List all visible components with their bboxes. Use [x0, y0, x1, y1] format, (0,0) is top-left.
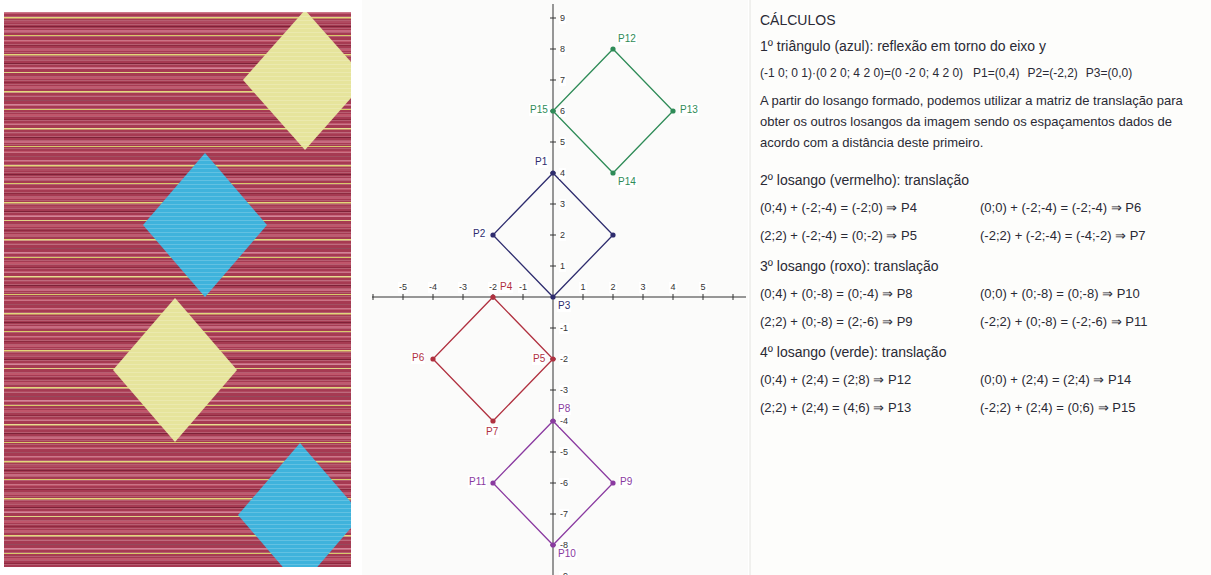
heading: CÁLCULOS — [760, 12, 835, 29]
axis-tick: 2 — [609, 282, 616, 293]
vertex-dot — [490, 294, 495, 299]
point-label: P9 — [619, 476, 633, 488]
point-label: P1 — [534, 156, 548, 168]
section-heading: 3º losango (roxo): translação — [760, 258, 939, 275]
rhombus-outline — [493, 173, 613, 297]
vector-sum: (0;4) + (-2;-4) = (-2;0) ⇒ P4 — [760, 200, 917, 216]
striped-fabric — [4, 12, 351, 567]
rhombus-outline — [433, 297, 553, 421]
axis-tick: 4 — [559, 168, 566, 179]
point-label: P2 — [472, 228, 486, 240]
graph-paper — [362, 0, 748, 575]
vector-sum: (0;0) + (-2;-4) = (-2;-4) ⇒ P6 — [980, 200, 1141, 216]
axis-tick: 9 — [559, 13, 566, 24]
vertex-dot — [550, 356, 555, 361]
vertex-dot — [610, 46, 615, 51]
axis-tick: 1 — [579, 282, 586, 293]
vertex-dot — [430, 356, 435, 361]
vector-sum: (0;4) + (0;-8) = (0;-4) ⇒ P8 — [760, 286, 913, 302]
axis-tick: 2 — [559, 230, 566, 241]
vertex-dot — [550, 170, 555, 175]
axis-tick: 6 — [559, 106, 566, 117]
point-label: P6 — [411, 352, 425, 364]
point-label: P13 — [679, 104, 699, 116]
axis-tick: -2 — [559, 354, 569, 365]
point-label: P11 — [468, 476, 487, 488]
point-coordinate: P2=(-2,2) — [1027, 66, 1077, 80]
vertex-dot — [550, 108, 555, 113]
axis-tick: 5 — [559, 137, 566, 148]
vector-sum: (0;4) + (2;4) = (2;8) ⇒ P12 — [760, 372, 911, 388]
notebook-page — [750, 0, 1211, 575]
vertex-dot — [490, 480, 495, 485]
point-label: P10 — [557, 548, 577, 560]
axis-tick: -2 — [488, 282, 498, 293]
point-label: P4 — [499, 281, 513, 293]
page-edge — [750, 0, 751, 575]
vertex-dot — [670, 108, 675, 113]
handwritten-paragraph: A partir do losango formado, podemos uti… — [760, 90, 1200, 153]
axis-tick: 4 — [669, 282, 676, 293]
point-coordinate: P3=(0,0) — [1086, 66, 1132, 80]
axis-tick: -4 — [428, 282, 438, 293]
axis-tick: -3 — [559, 385, 569, 396]
fabric-texture — [4, 12, 351, 567]
vector-sum: (-2;2) + (2;4) = (0;6) ⇒ P15 — [980, 400, 1136, 416]
vertex-dot — [490, 232, 495, 237]
axis-ticks — [373, 18, 733, 575]
handwritten-note: 1º triângulo (azul): reflexão em torno d… — [760, 38, 1046, 55]
vector-sum: (2;2) + (-2;-4) = (0;-2) ⇒ P5 — [760, 228, 917, 244]
point-label: P8 — [557, 403, 571, 415]
vector-sum: (0;0) + (2;4) = (2;4) ⇒ P14 — [980, 372, 1131, 388]
vertex-dot — [550, 542, 555, 547]
vertex-dot — [550, 294, 555, 299]
point-label: P5 — [532, 353, 546, 365]
vertex-dot — [610, 232, 615, 237]
point-label: P15 — [529, 104, 549, 116]
axis-tick: -1 — [559, 323, 569, 334]
axis-tick: -7 — [559, 509, 569, 520]
vector-sum: (2;2) + (0;-8) = (2;-6) ⇒ P9 — [760, 314, 913, 330]
rhombuses — [430, 46, 675, 547]
section-heading: 2º losango (vermelho): translação — [760, 172, 969, 189]
point-label: P7 — [485, 426, 499, 438]
axis-tick: -1 — [518, 282, 528, 293]
fabric-photo — [4, 12, 351, 567]
vertex-dot — [610, 170, 615, 175]
vertex-dot — [490, 418, 495, 423]
section-heading: 4º losango (verde): translação — [760, 344, 946, 361]
point-label: P3 — [557, 300, 571, 312]
axis-tick: -6 — [559, 478, 569, 489]
axis-tick: 1 — [559, 261, 566, 272]
vertex-dot — [550, 418, 555, 423]
axis-tick: -3 — [458, 282, 468, 293]
axis-tick: -9 — [559, 571, 569, 575]
axis-tick: 3 — [639, 282, 646, 293]
vector-sum: (2;2) + (2;4) = (4;6) ⇒ P13 — [760, 400, 911, 416]
point-label: P14 — [617, 176, 637, 188]
rhombus-outline — [553, 49, 673, 173]
matrix-product: (-1 0; 0 1)·(0 2 0; 4 2 0)=(0 -2 0; 4 2 … — [760, 66, 963, 80]
vector-sum: (-2;2) + (-2;-4) = (-4;-2) ⇒ P7 — [980, 228, 1146, 244]
axis-tick: 3 — [559, 199, 566, 210]
axis-tick: -5 — [559, 447, 569, 458]
axis-tick: -4 — [559, 416, 569, 427]
vector-sum: (-2;2) + (0;-8) = (-2;-6) ⇒ P11 — [980, 314, 1148, 330]
axis-tick: 5 — [699, 282, 706, 293]
point-coordinate: P1=(0,4) — [973, 66, 1019, 80]
vertex-dot — [610, 480, 615, 485]
axis-tick: 8 — [559, 44, 566, 55]
point-label: P12 — [617, 33, 637, 45]
axes — [372, 4, 746, 575]
vector-sum: (0;0) + (0;-8) = (0;-8) ⇒ P10 — [980, 286, 1140, 302]
axis-tick: 7 — [559, 75, 566, 86]
axis-tick: -5 — [398, 282, 408, 293]
rhombus-outline — [493, 421, 613, 545]
